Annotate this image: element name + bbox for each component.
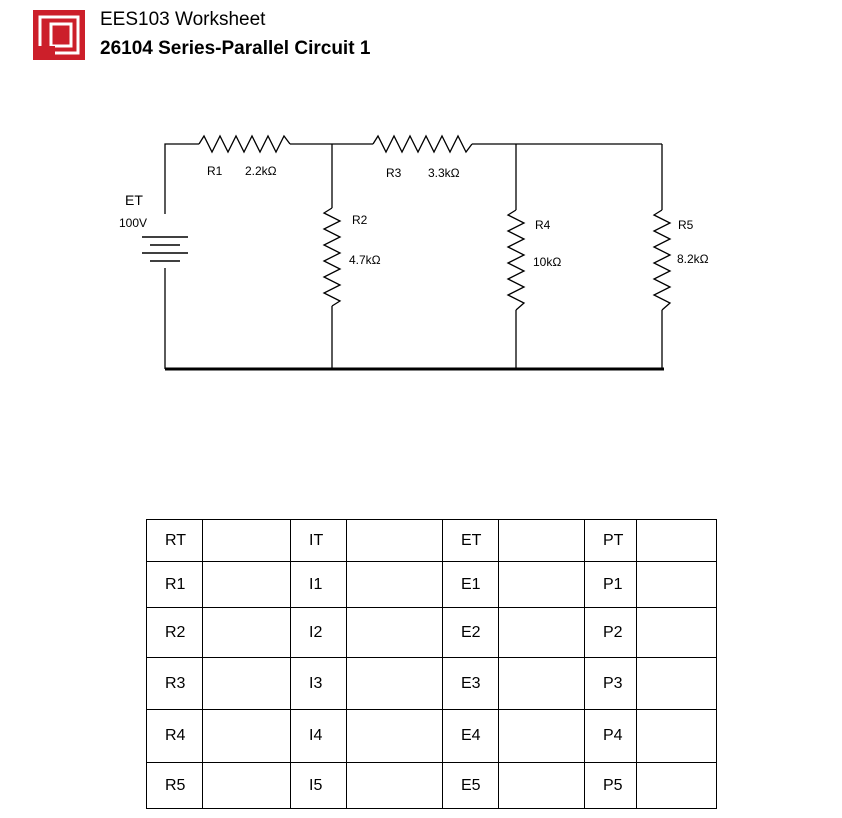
- label-cell: P5: [584, 762, 637, 809]
- answer-cell[interactable]: [202, 709, 291, 763]
- r5-name-label: R5: [678, 218, 694, 232]
- table-row: R5 I5 E5 P5: [146, 762, 717, 809]
- label-cell: I4: [290, 709, 347, 763]
- table-row: R4 I4 E4 P4: [146, 709, 717, 763]
- label-cell: I2: [290, 607, 347, 658]
- answer-cell[interactable]: [202, 519, 291, 562]
- answer-cell[interactable]: [636, 762, 717, 809]
- answer-cell[interactable]: [636, 709, 717, 763]
- r1-name-label: R1: [207, 164, 223, 178]
- answer-table: RT IT ET PT R1 I1 E1 P1 R2 I2 E2 P2 R3 I…: [146, 519, 717, 809]
- label-cell: P4: [584, 709, 637, 763]
- label-cell: E3: [442, 657, 499, 710]
- label-cell: R3: [146, 657, 203, 710]
- table-row: R3 I3 E3 P3: [146, 657, 717, 710]
- resistor-r4-symbol: [506, 209, 526, 311]
- answer-cell[interactable]: [498, 519, 585, 562]
- answer-cell[interactable]: [202, 657, 291, 710]
- answer-cell[interactable]: [498, 709, 585, 763]
- label-cell: E2: [442, 607, 499, 658]
- label-cell: E1: [442, 561, 499, 608]
- worksheet-subtitle: 26104 Series-Parallel Circuit 1: [100, 38, 371, 59]
- answer-cell[interactable]: [636, 519, 717, 562]
- label-cell: R4: [146, 709, 203, 763]
- source-value-label: 100V: [119, 216, 147, 230]
- r5-value-label: 8.2kΩ: [677, 252, 709, 266]
- wire-top-left: [164, 143, 199, 214]
- label-cell: RT: [146, 519, 203, 562]
- battery-symbol: [142, 236, 188, 262]
- resistor-r2-symbol: [322, 207, 342, 307]
- answer-cell[interactable]: [346, 519, 443, 562]
- answer-cell[interactable]: [202, 561, 291, 608]
- r3-value-label: 3.3kΩ: [428, 166, 460, 180]
- answer-cell[interactable]: [636, 561, 717, 608]
- label-cell: I3: [290, 657, 347, 710]
- r2-name-label: R2: [352, 213, 368, 227]
- worksheet-title: EES103 Worksheet: [100, 9, 266, 30]
- label-cell: E5: [442, 762, 499, 809]
- logo-icon: [33, 10, 85, 60]
- answer-cell[interactable]: [202, 762, 291, 809]
- source-name-label: ET: [125, 192, 143, 208]
- answer-cell[interactable]: [636, 607, 717, 658]
- table-row: R1 I1 E1 P1: [146, 561, 717, 608]
- r4-value-label: 10kΩ: [533, 255, 561, 269]
- answer-cell[interactable]: [346, 561, 443, 608]
- answer-cell[interactable]: [346, 709, 443, 763]
- answer-cell[interactable]: [346, 607, 443, 658]
- table-row: RT IT ET PT: [146, 519, 717, 562]
- r3-name-label: R3: [386, 166, 402, 180]
- circuit-diagram: ET 100V R1 2.2kΩ R3 3.3kΩ R2 4.7kΩ R4 10…: [119, 134, 709, 371]
- r1-value-label: 2.2kΩ: [245, 164, 277, 178]
- resistor-r1-symbol: [198, 134, 291, 154]
- label-cell: PT: [584, 519, 637, 562]
- answer-cell[interactable]: [202, 607, 291, 658]
- answer-cell[interactable]: [498, 762, 585, 809]
- label-cell: ET: [442, 519, 499, 562]
- answer-cell[interactable]: [498, 657, 585, 710]
- r2-value-label: 4.7kΩ: [349, 253, 381, 267]
- label-cell: R1: [146, 561, 203, 608]
- r4-name-label: R4: [535, 218, 551, 232]
- table-row: R2 I2 E2 P2: [146, 607, 717, 658]
- label-cell: E4: [442, 709, 499, 763]
- resistor-r5-symbol: [652, 209, 672, 311]
- answer-cell[interactable]: [498, 607, 585, 658]
- label-cell: IT: [290, 519, 347, 562]
- answer-cell[interactable]: [346, 657, 443, 710]
- label-cell: R5: [146, 762, 203, 809]
- answer-cell[interactable]: [498, 561, 585, 608]
- label-cell: P3: [584, 657, 637, 710]
- label-cell: R2: [146, 607, 203, 658]
- label-cell: P1: [584, 561, 637, 608]
- label-cell: I5: [290, 762, 347, 809]
- label-cell: I1: [290, 561, 347, 608]
- answer-cell[interactable]: [636, 657, 717, 710]
- label-cell: P2: [584, 607, 637, 658]
- answer-cell[interactable]: [346, 762, 443, 809]
- resistor-r3-symbol: [372, 134, 473, 154]
